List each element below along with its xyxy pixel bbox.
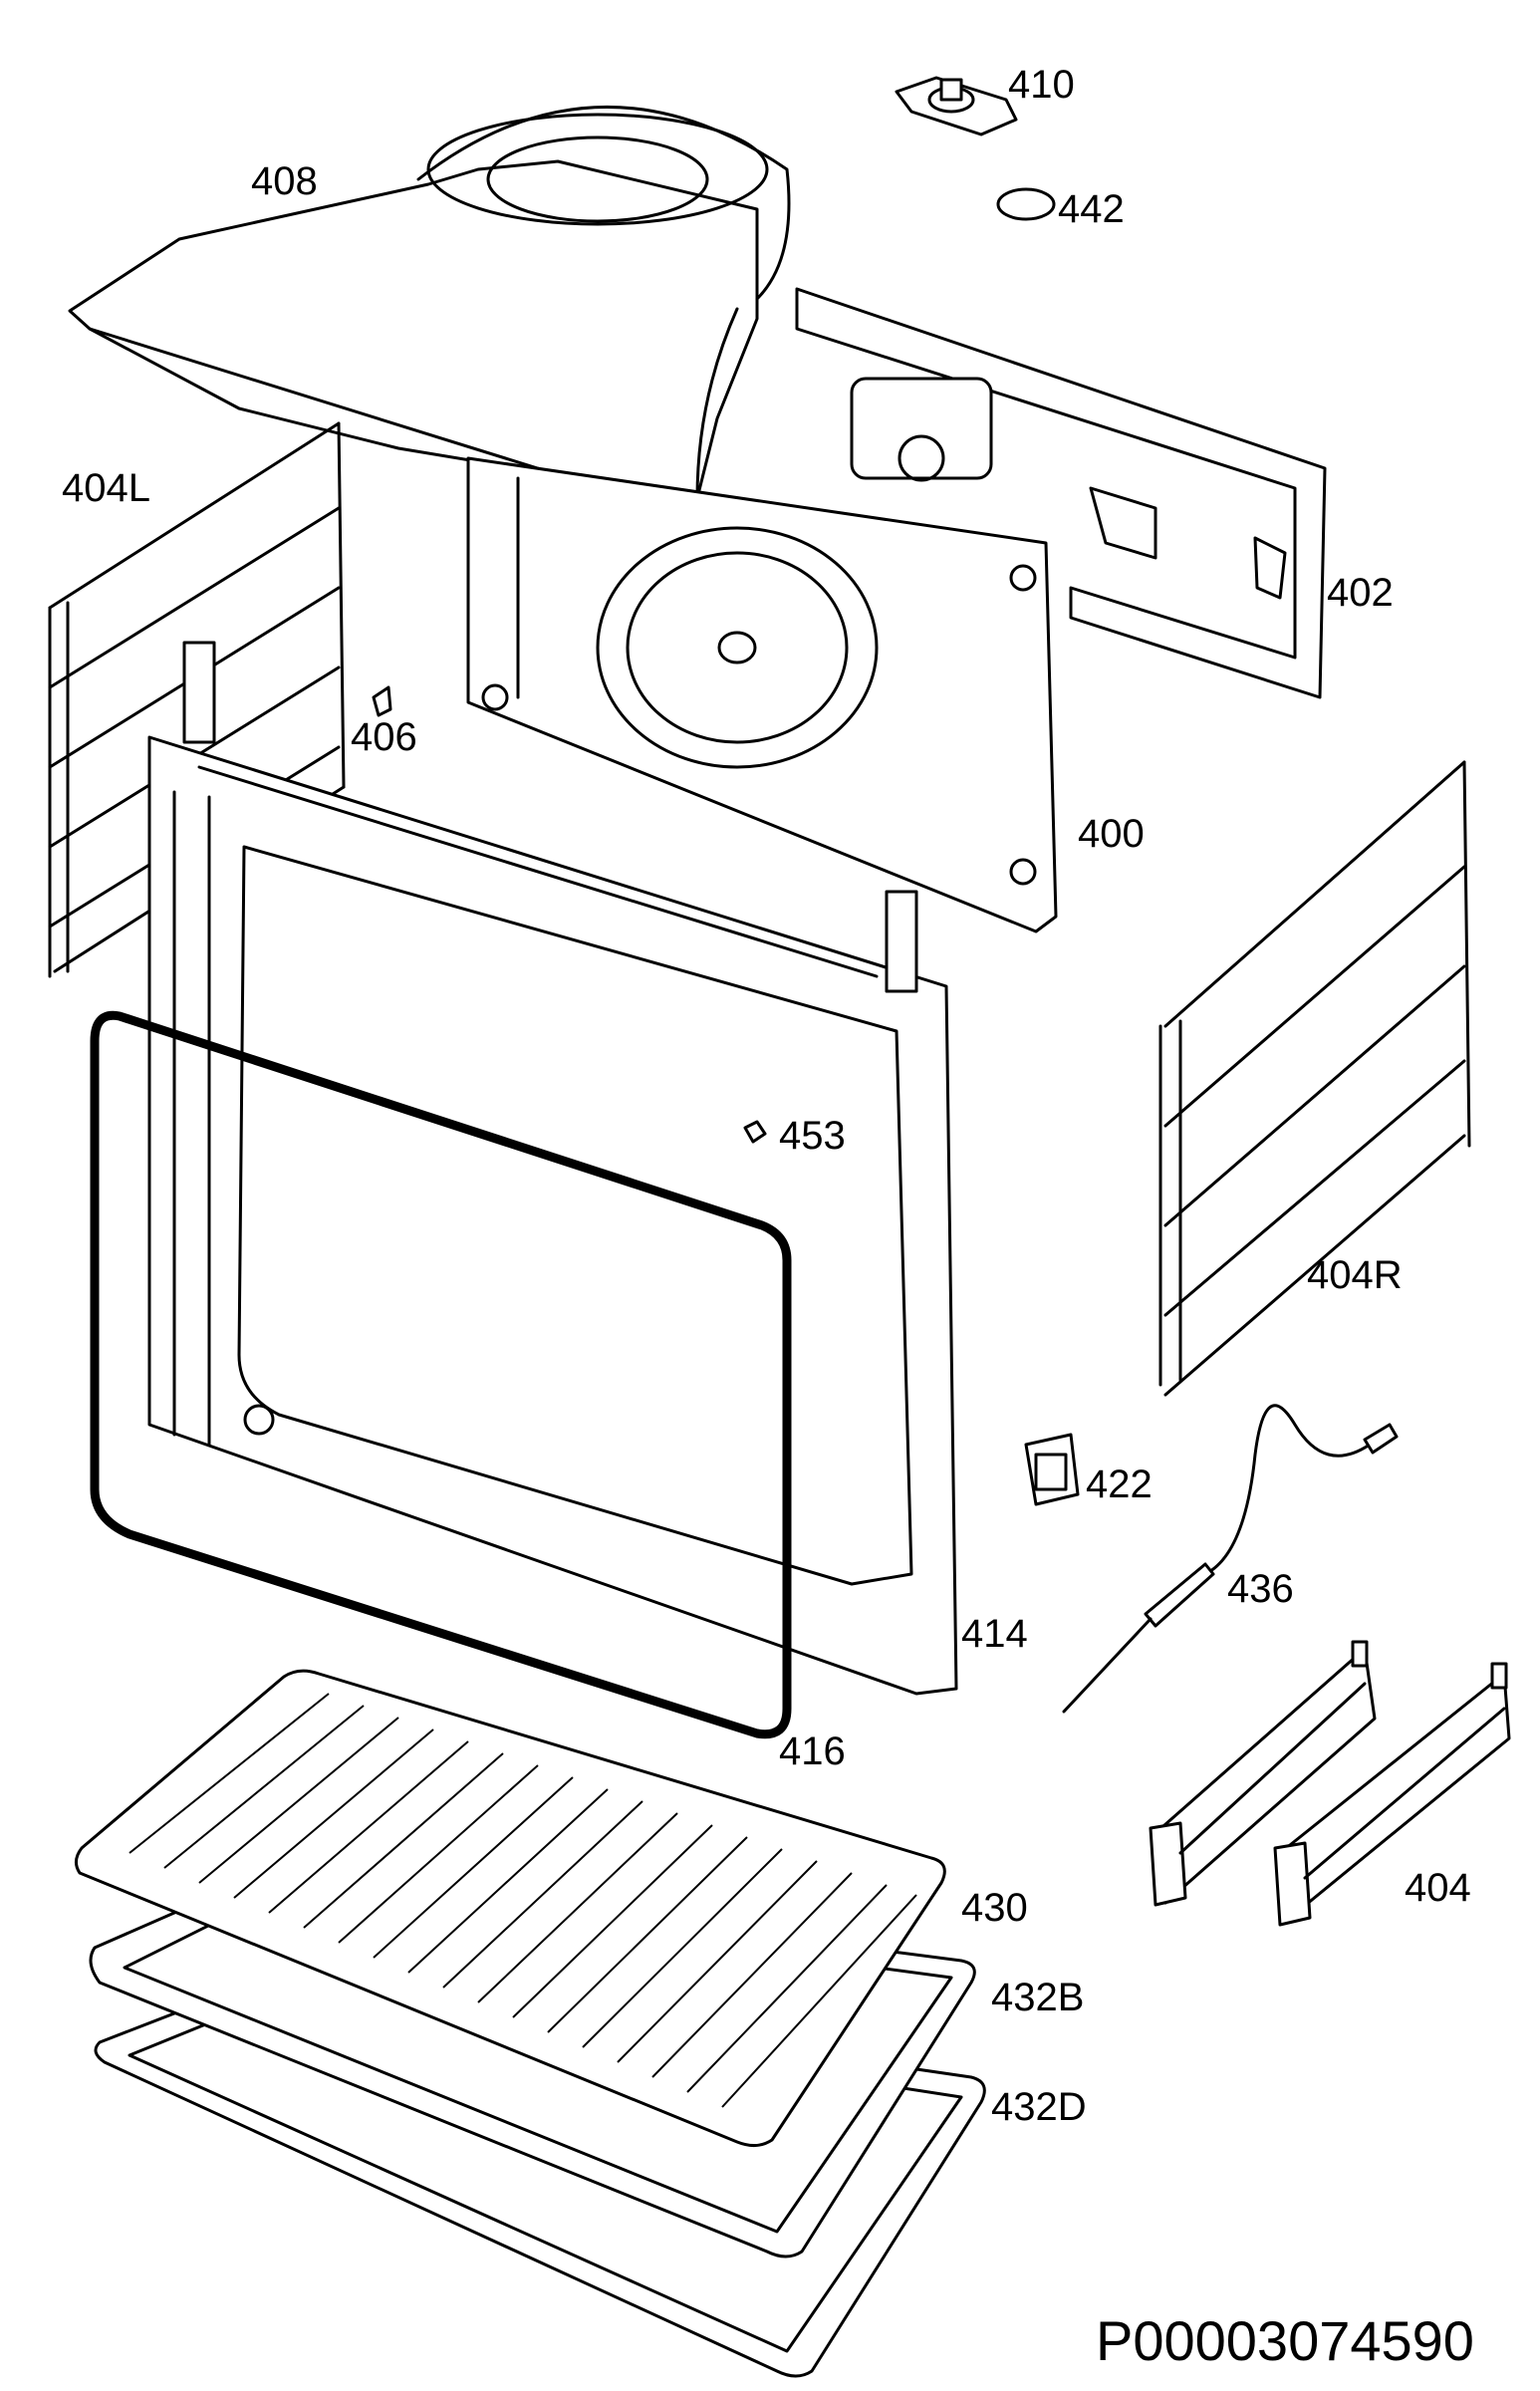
label-406: 406	[351, 715, 417, 759]
part-442-disc	[996, 187, 1056, 221]
label-432D: 432D	[991, 2085, 1087, 2129]
label-422: 422	[1086, 1462, 1153, 1506]
label-404R: 404R	[1307, 1253, 1403, 1297]
part-416-door-gasket	[90, 1010, 792, 1739]
label-410: 410	[1008, 63, 1075, 107]
label-408: 408	[251, 159, 318, 203]
label-414: 414	[961, 1612, 1028, 1656]
label-416: 416	[779, 1729, 846, 1773]
label-404: 404	[1405, 1866, 1471, 1910]
part-402-rear-rail	[795, 287, 1327, 699]
label-432B: 432B	[991, 1976, 1085, 2019]
document-id: P00003074590	[1096, 2309, 1474, 2372]
part-406-clip	[372, 685, 392, 717]
label-442: 442	[1058, 187, 1125, 231]
label-430: 430	[961, 1886, 1028, 1930]
part-404-telescopic-runners	[1149, 1640, 1511, 1927]
label-436: 436	[1227, 1567, 1294, 1611]
part-422-lamp-holder	[1024, 1433, 1080, 1506]
label-400: 400	[1078, 812, 1145, 856]
label-402: 402	[1327, 571, 1394, 615]
part-408-fan-cover	[68, 105, 791, 520]
label-404L: 404L	[62, 466, 150, 510]
part-436-meat-probe	[1062, 1404, 1399, 1714]
label-453: 453	[779, 1114, 846, 1158]
part-453-screw	[743, 1120, 767, 1144]
part-400-rear-panel	[466, 456, 1058, 933]
part-414-door-frame	[147, 641, 958, 1696]
part-430-wire-grid	[75, 1669, 946, 2147]
part-410-motor-mount	[895, 76, 1018, 136]
part-404R-right-shelf-support	[1158, 760, 1471, 1397]
